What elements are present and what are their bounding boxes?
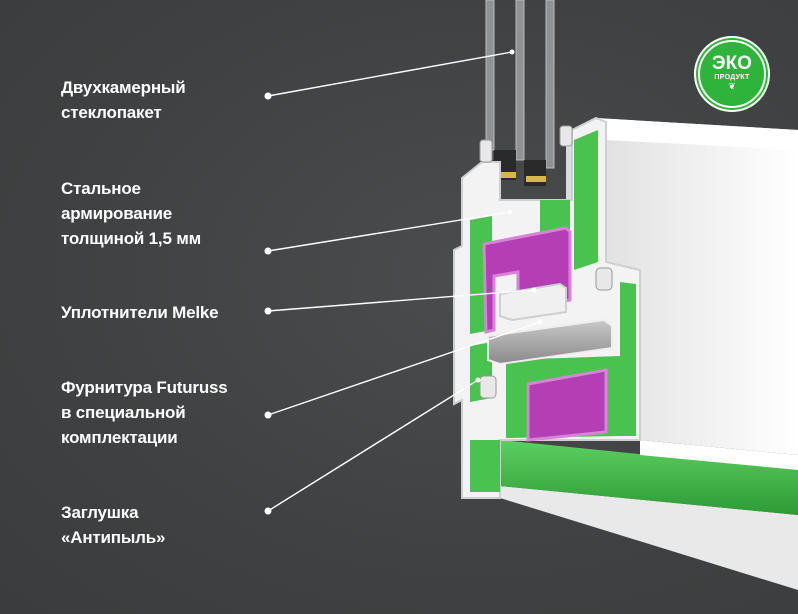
- label-line: «Антипыль»: [61, 528, 166, 547]
- leader-dot-glass: [264, 92, 272, 100]
- eco-product-badge: ЭКО ПРОДУКТ ❦: [694, 36, 770, 112]
- hardware-channel: [487, 282, 613, 366]
- label-line: комплектации: [61, 428, 178, 447]
- label-line: Стальное: [61, 179, 141, 198]
- label-line: Заглушка: [61, 503, 139, 522]
- label-dust-plug: Заглушка «Антипыль»: [61, 500, 165, 550]
- label-seals: Уплотнители Melke: [61, 300, 219, 325]
- leader-lines: [264, 49, 543, 515]
- leader-dot-dust-plug: [264, 507, 272, 515]
- glass-panes: [485, 0, 555, 186]
- leader-line-steel: [267, 211, 511, 252]
- leader-line-hardware: [267, 321, 541, 416]
- label-line: армирование: [61, 204, 173, 223]
- leader-dot-hardware: [264, 411, 272, 419]
- badge-ring: [698, 40, 766, 108]
- leader-dot-seals: [264, 307, 272, 315]
- label-line: Уплотнители Melke: [61, 303, 219, 322]
- label-line: Фурнитура Futuruss: [61, 378, 228, 397]
- seals: [479, 125, 613, 399]
- leader-line-dust-plug: [267, 379, 479, 512]
- label-line: стеклопакет: [61, 103, 162, 122]
- label-hardware: Фурнитура Futuruss в специальной комплек…: [61, 375, 228, 450]
- label-line: Двухкамерный: [61, 78, 186, 97]
- label-line: в специальной: [61, 403, 186, 422]
- leader-tip-seals: [531, 287, 537, 293]
- leader-tip-hardware: [537, 319, 543, 325]
- label-steel-reinforcement: Стальное армирование толщиной 1,5 мм: [61, 176, 201, 251]
- label-glass-unit: Двухкамерный стеклопакет: [61, 75, 186, 125]
- leader-line-glass: [267, 51, 513, 97]
- leader-tip-steel: [507, 209, 513, 215]
- leader-tip-dust-plug: [475, 377, 481, 383]
- leader-tip-glass: [509, 49, 515, 55]
- label-line: толщиной 1,5 мм: [61, 229, 201, 248]
- leader-dot-steel: [264, 247, 272, 255]
- leader-line-seals: [267, 289, 535, 312]
